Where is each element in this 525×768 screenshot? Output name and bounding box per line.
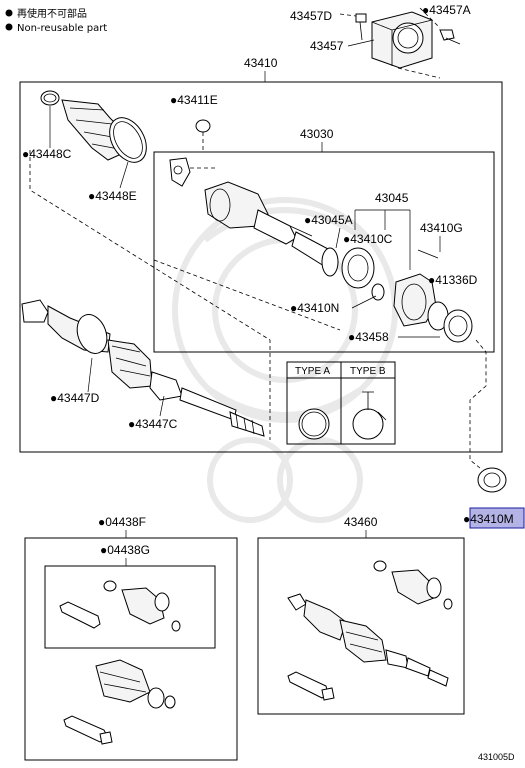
type-table: TYPE A TYPE B — [286, 361, 396, 445]
boot-kit-f-parts — [63, 659, 176, 745]
label-43045: 43045 — [375, 191, 409, 205]
bracket-43457 — [339, 7, 461, 79]
watermark — [172, 197, 398, 523]
diagram-code: 431005D — [478, 752, 515, 762]
label-04438F: ●04438F — [98, 515, 146, 529]
label-43410M[interactable]: ●43410M — [463, 512, 514, 526]
bearing-group — [321, 247, 473, 343]
assembly-box-43030 — [153, 151, 495, 353]
label-43457A: ●43457A — [422, 3, 471, 17]
label-41336D: ●41336D — [428, 273, 478, 287]
label-43447D: ●43447D — [50, 391, 100, 405]
label-43045A: ●43045A — [304, 213, 353, 227]
label-43030: 43030 — [300, 127, 334, 141]
label-43411E: ●43411E — [170, 93, 218, 107]
type-a-label: TYPE A — [295, 366, 330, 377]
boot-kit-box-04438G — [44, 565, 216, 649]
label-43448E: ●43448E — [88, 189, 137, 203]
label-43448C: ●43448C — [22, 147, 72, 161]
legend-en-text: Non-reusable part — [17, 23, 107, 34]
label-43460: 43460 — [344, 515, 378, 529]
label-43410: 43410 — [244, 56, 278, 70]
outboard-shaft — [21, 299, 265, 437]
label-43410G: 43410G — [420, 221, 463, 235]
shaft-assembly-box-43460 — [257, 537, 465, 715]
shaft-assembly-43460-parts — [287, 560, 453, 701]
boot-kit-box-04438F — [24, 537, 238, 761]
label-43457D: 43457D — [290, 9, 332, 23]
label-43410C: ●43410C — [343, 232, 393, 246]
bearing-43410M — [477, 467, 507, 493]
highlight-43410M[interactable] — [469, 507, 525, 529]
snap-ring-43411E — [195, 119, 211, 133]
label-43447C: ●43447C — [128, 417, 178, 431]
label-04438G: ●04438G — [100, 543, 150, 557]
label-43458: ●43458 — [348, 330, 389, 344]
type-b-label: TYPE B — [350, 366, 386, 377]
label-43457: 43457 — [310, 39, 344, 53]
legend-jp-text: 再使用不可部品 — [17, 7, 87, 20]
boot-kit-g-parts — [59, 580, 181, 632]
boot-assembly-upper — [40, 90, 147, 163]
legend: 再使用不可部品 Non-reusable part — [5, 7, 107, 34]
assembly-box-43410 — [19, 81, 503, 453]
label-43410N: ●43410N — [290, 301, 339, 315]
